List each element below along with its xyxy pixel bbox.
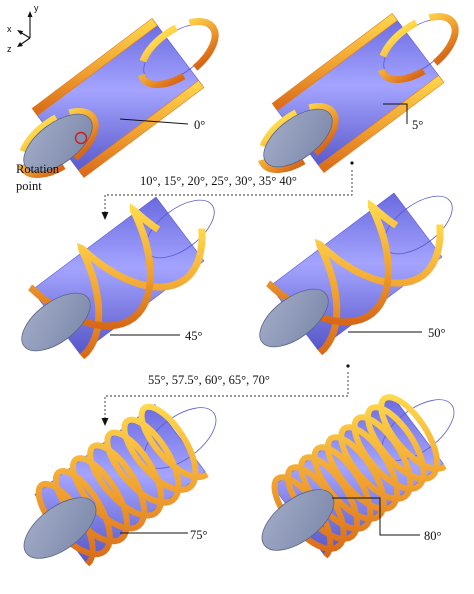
axis-y-label: y [34, 3, 39, 13]
cylinder-front-cap [21, 292, 91, 352]
angle-label-50: 50° [428, 326, 446, 340]
helical-ribbon-1 [35, 403, 209, 567]
axis-z-label: z [7, 44, 12, 54]
axial-strip-2 [318, 75, 445, 173]
end-ring-1 [17, 107, 99, 179]
end-ring-2 [137, 17, 219, 89]
end-ring-2 [377, 12, 459, 84]
axial-strip-1 [271, 13, 398, 111]
angle-label-80: 80° [424, 529, 442, 543]
cylinder-front-cap [263, 108, 333, 168]
angle-label-0: 0° [194, 118, 205, 132]
angle-label-45: 45° [185, 329, 203, 343]
transition-2: 55°, 57.5°, 60°, 65°, 70° [101, 364, 350, 426]
transition-2-text: 55°, 57.5°, 60°, 65°, 70° [148, 373, 270, 387]
panel-3 [21, 196, 215, 360]
leader-5 [383, 103, 408, 124]
panel-1 [17, 17, 219, 179]
axis-triad: y x z [7, 3, 39, 54]
transition-2-path [104, 372, 349, 418]
rotation-point: Rotation point [16, 131, 88, 193]
rotation-point-label-line2: point [16, 179, 42, 193]
transition-2-arrowhead [101, 418, 109, 426]
cylinder-front-cap [23, 497, 97, 559]
axial-strip-2 [78, 80, 205, 178]
transition-1-arrowhead [101, 212, 109, 220]
cylinder-front-cap [261, 489, 335, 551]
helical-ribbon-1 [76, 228, 206, 360]
rotation-point-marker [74, 131, 88, 145]
axial-strip-1 [31, 18, 158, 116]
leader-0 [119, 118, 189, 125]
end-ring-1 [257, 102, 339, 174]
panel-6 [261, 394, 455, 559]
panel-4 [259, 192, 453, 356]
leader-80 [332, 497, 420, 536]
transition-1: 10°, 15°, 20°, 25°, 30°, 35° 40° [101, 161, 354, 220]
panel-5 [23, 403, 217, 567]
transition-1-path [104, 170, 353, 212]
panel-2 [257, 12, 459, 174]
helical-ribbon-1 [271, 394, 447, 559]
angle-label-75: 75° [190, 528, 208, 542]
transition-2-dot [346, 364, 350, 368]
transition-1-text: 10°, 15°, 20°, 25°, 30°, 35° 40° [140, 174, 297, 188]
rotation-point-label-line1: Rotation [16, 162, 60, 176]
cylinder-front-cap [259, 288, 329, 348]
angle-label-5: 5° [412, 118, 423, 132]
panels [17, 12, 459, 567]
cylinder-front-cap [23, 113, 93, 173]
transition-1-dot [350, 161, 354, 165]
axis-x-label: x [7, 24, 12, 34]
angle-callouts: 0° 5° 45° 50° 75° 80° [110, 103, 446, 543]
helical-ribbon-1 [314, 224, 444, 356]
